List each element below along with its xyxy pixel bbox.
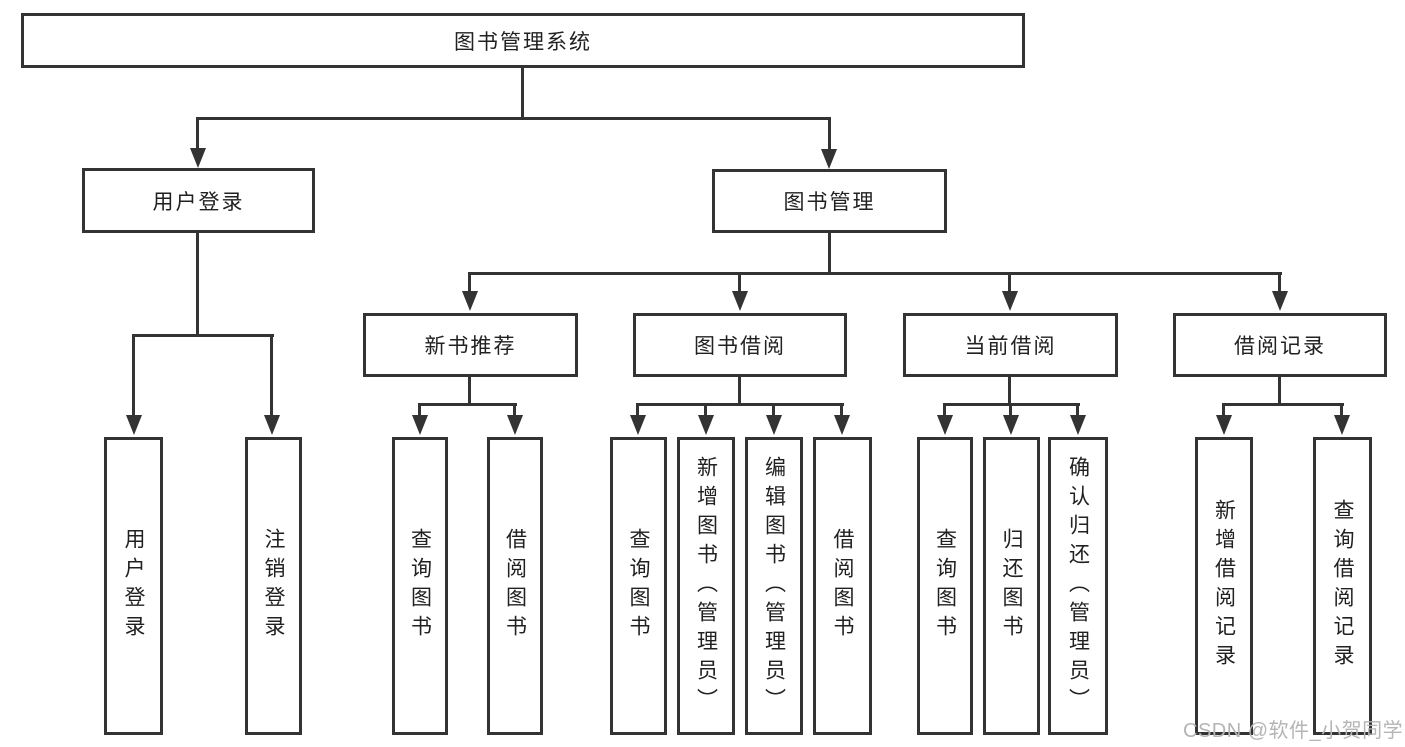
connector-line — [132, 334, 274, 337]
node-borrow-records-label: 借阅记录 — [1234, 335, 1326, 358]
connector-line — [840, 403, 843, 418]
leaf-borrow-query-books-label: 查询图书 — [627, 528, 651, 644]
node-book-borrow-label: 图书借阅 — [694, 335, 786, 358]
arrow-down-icon — [1216, 415, 1232, 435]
leaf-newrec-borrow-books-label: 借阅图书 — [503, 528, 527, 644]
connector-line — [468, 377, 471, 406]
node-root: 图书管理系统 — [21, 13, 1025, 68]
leaf-borrow-add-books-admin-label: 新增图书（管理员） — [694, 455, 718, 717]
connector-line — [772, 403, 775, 418]
arrow-down-icon — [190, 148, 206, 168]
arrow-down-icon — [1070, 415, 1086, 435]
connector-line — [704, 403, 707, 418]
leaf-newrec-query-books: 查询图书 — [392, 437, 448, 735]
arrow-down-icon — [1334, 415, 1350, 435]
leaf-borrow-edit-books-admin: 编辑图书（管理员） — [745, 437, 803, 735]
arrow-down-icon — [1272, 291, 1288, 311]
leaf-borrow-edit-books-admin-label: 编辑图书（管理员） — [762, 455, 786, 717]
leaf-records-query-record-label: 查询借阅记录 — [1331, 499, 1355, 673]
node-user-login-label: 用户登录 — [152, 190, 245, 214]
connector-line — [1222, 403, 1225, 418]
arrow-down-icon — [507, 415, 523, 435]
connector-line — [468, 272, 471, 293]
leaf-user-login-label: 用户登录 — [122, 528, 146, 644]
node-book-borrow: 图书借阅 — [633, 313, 847, 377]
arrow-down-icon — [834, 415, 850, 435]
connector-line — [196, 117, 199, 150]
leaf-records-add-record: 新增借阅记录 — [1195, 437, 1253, 735]
node-current-borrow: 当前借阅 — [903, 313, 1118, 377]
arrow-down-icon — [732, 291, 748, 311]
arrow-down-icon — [821, 149, 837, 169]
connector-line — [738, 272, 741, 293]
leaf-current-confirm-return-admin: 确认归还（管理员） — [1048, 437, 1108, 735]
node-new-book-recommend-label: 新书推荐 — [424, 335, 517, 358]
leaf-current-return-books-label: 归还图书 — [1000, 528, 1024, 644]
connector-line — [1009, 403, 1012, 418]
leaf-newrec-borrow-books: 借阅图书 — [487, 437, 543, 735]
connector-line — [1340, 403, 1343, 418]
arrow-down-icon — [412, 415, 428, 435]
leaf-borrow-borrow-books-label: 借阅图书 — [831, 528, 855, 644]
connector-line — [738, 377, 741, 406]
node-book-management: 图书管理 — [712, 169, 947, 233]
node-new-book-recommend: 新书推荐 — [363, 313, 578, 377]
leaf-user-login: 用户登录 — [104, 437, 163, 735]
connector-line — [418, 403, 517, 406]
leaf-records-query-record: 查询借阅记录 — [1313, 437, 1372, 735]
connector-line — [1008, 377, 1011, 406]
connector-line — [828, 233, 831, 275]
leaf-borrow-add-books-admin: 新增图书（管理员） — [677, 437, 735, 735]
leaf-logout-label: 注销登录 — [262, 528, 286, 644]
arrow-down-icon — [1002, 291, 1018, 311]
node-borrow-records: 借阅记录 — [1173, 313, 1387, 377]
arrow-down-icon — [698, 415, 714, 435]
arrow-down-icon — [126, 415, 142, 435]
arrow-down-icon — [264, 415, 280, 435]
leaf-logout: 注销登录 — [245, 437, 302, 735]
connector-line — [1278, 377, 1281, 406]
connector-line — [513, 403, 516, 418]
leaf-current-query-books-label: 查询图书 — [933, 528, 957, 644]
node-current-borrow-label: 当前借阅 — [964, 335, 1057, 358]
connector-line — [828, 117, 831, 151]
csdn-watermark: CSDN @软件_小贺同学 — [1183, 720, 1404, 742]
connector-line — [636, 403, 639, 418]
arrow-down-icon — [937, 415, 953, 435]
connector-line — [1076, 403, 1079, 418]
node-user-login: 用户登录 — [82, 168, 315, 233]
arrow-down-icon — [766, 415, 782, 435]
leaf-current-confirm-return-admin-label: 确认归还（管理员） — [1066, 455, 1090, 717]
connector-line — [270, 334, 273, 417]
connector-line — [1278, 272, 1281, 293]
connector-line — [132, 334, 135, 417]
arrow-down-icon — [462, 291, 478, 311]
arrow-down-icon — [1003, 415, 1019, 435]
connector-line — [943, 403, 946, 418]
leaf-newrec-query-books-label: 查询图书 — [408, 528, 432, 644]
connector-line — [418, 403, 421, 418]
connector-line — [521, 66, 524, 119]
connector-line — [1222, 403, 1344, 406]
connector-line — [469, 272, 1282, 275]
connector-line — [1008, 272, 1011, 293]
arrow-down-icon — [630, 415, 646, 435]
leaf-borrow-borrow-books: 借阅图书 — [813, 437, 872, 735]
connector-line — [636, 403, 844, 406]
node-book-management-label: 图书管理 — [783, 191, 876, 214]
leaf-current-return-books: 归还图书 — [983, 437, 1040, 735]
node-root-label: 图书管理系统 — [454, 30, 592, 54]
leaf-current-query-books: 查询图书 — [917, 437, 973, 735]
connector-line — [197, 117, 831, 120]
connector-line — [196, 233, 199, 337]
leaf-borrow-query-books: 查询图书 — [610, 437, 667, 735]
leaf-records-add-record-label: 新增借阅记录 — [1212, 499, 1236, 673]
